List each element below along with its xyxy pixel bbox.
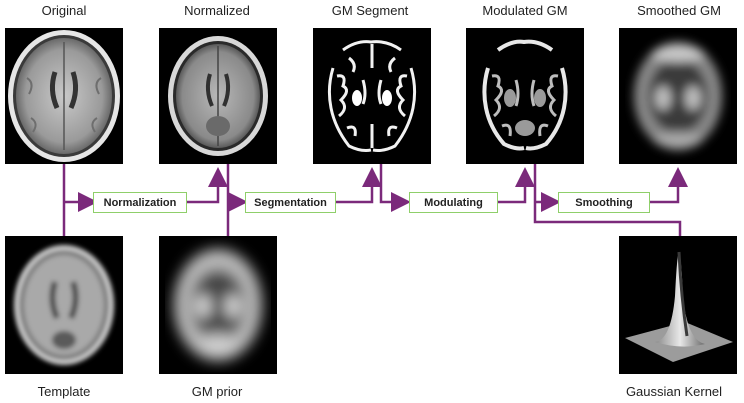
gm-prior-image (159, 236, 277, 374)
smoothing-to-smoothed (650, 167, 688, 204)
caption-gaussian-kernel: Gaussian Kernel (625, 384, 723, 399)
modulated-connector (533, 164, 682, 236)
segmentation-to-gm-segment (336, 167, 382, 204)
modulating-step: Modulating (409, 192, 498, 213)
template-image (5, 236, 123, 374)
caption-gm-prior: GM prior (191, 384, 243, 399)
caption-smoothed-gm: Smoothed GM (637, 3, 721, 18)
caption-gm-segment: GM Segment (331, 3, 409, 18)
modulating-to-modulated (498, 167, 535, 204)
gm-segment-image (313, 28, 431, 164)
smoothing-step: Smoothing (558, 192, 650, 213)
gaussian-kernel-image (619, 236, 737, 374)
normalization-step: Normalization (93, 192, 187, 213)
modulated-gm-image (466, 28, 584, 164)
caption-normalized: Normalized (184, 3, 250, 18)
caption-template: Template (37, 384, 91, 399)
normalization-to-normalized (187, 167, 228, 204)
caption-original: Original (41, 3, 87, 18)
gm-segment-connector (379, 164, 411, 212)
smoothed-gm-image (619, 28, 737, 164)
original-brain-image (5, 28, 123, 164)
segmentation-step: Segmentation (245, 192, 336, 213)
normalized-brain-image (159, 28, 277, 164)
caption-modulated-gm: Modulated GM (482, 3, 568, 18)
